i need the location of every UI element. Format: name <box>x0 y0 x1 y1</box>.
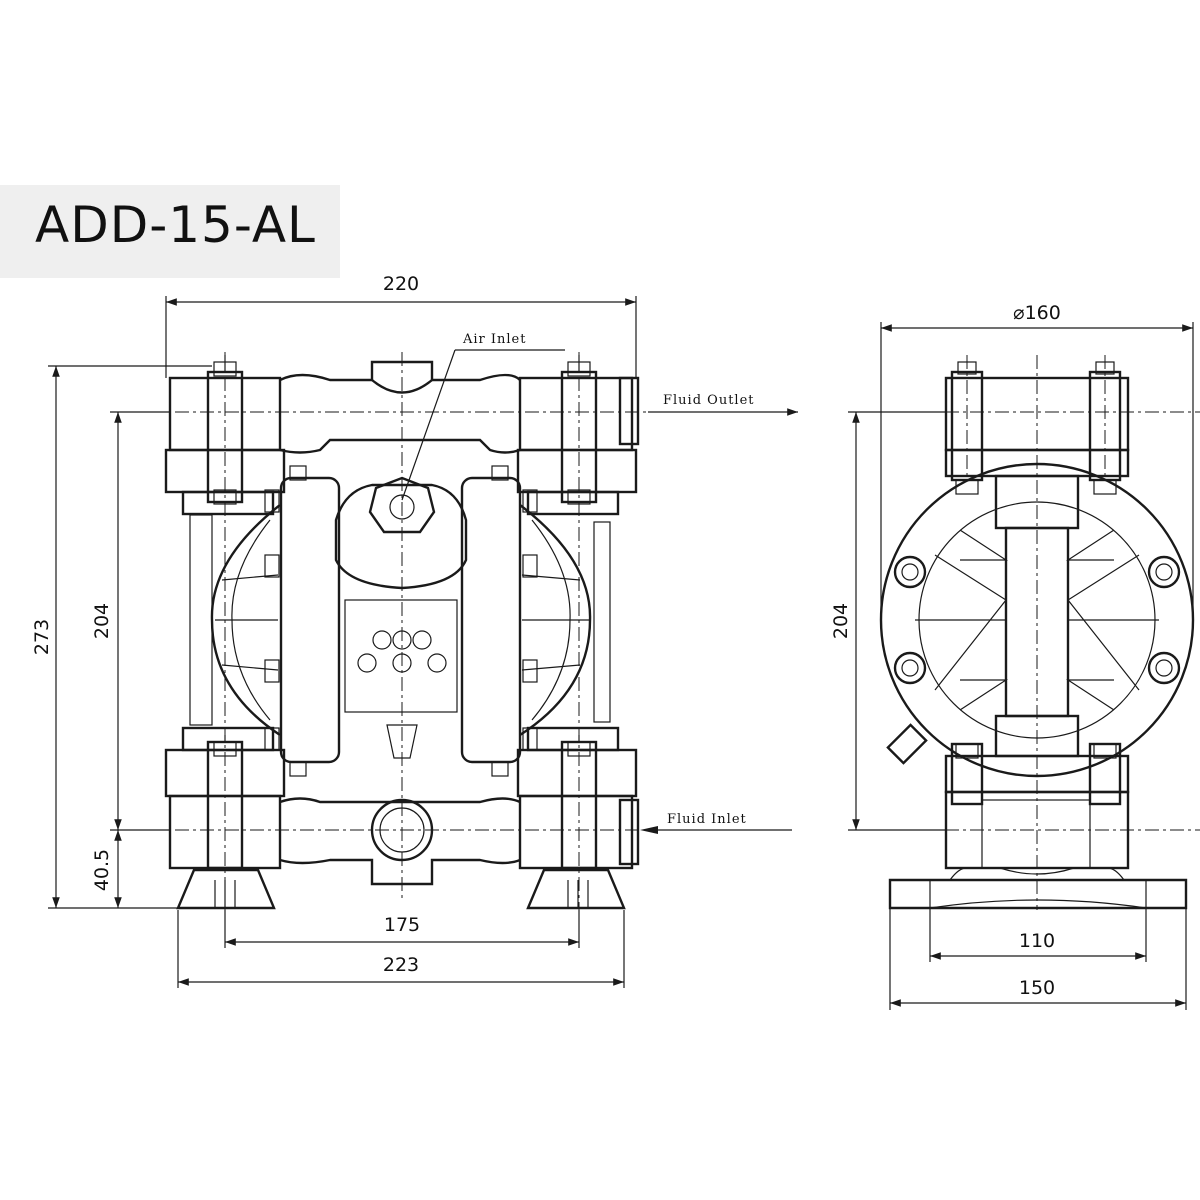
dim-inlet-height: 40.5 <box>91 849 113 891</box>
front-centerlines <box>150 352 650 910</box>
side-base <box>888 878 1188 910</box>
diaphragm-housings <box>189 465 611 777</box>
dim-height-ports-front: 204 <box>91 603 113 639</box>
dim-foot-width: 223 <box>383 954 419 976</box>
front-dimensions: 220 273 204 40.5 175 223 <box>31 273 637 988</box>
model-title-background <box>0 185 340 278</box>
dim-base-outer: 150 <box>1019 977 1055 999</box>
top-manifold <box>164 355 640 516</box>
dim-height-ports-side: 204 <box>830 603 852 639</box>
fluid-inlet-label: Fluid Inlet <box>667 812 747 827</box>
front-view: Air Inlet Fluid Outlet Fluid Inlet 220 2… <box>31 273 798 988</box>
dim-base-inner: 110 <box>1019 930 1055 952</box>
fluid-outlet-label: Fluid Outlet <box>663 393 755 408</box>
air-valve <box>334 476 468 759</box>
side-dimensions: ⌀160 204 110 150 <box>830 302 1194 1010</box>
air-inlet-label: Air Inlet <box>462 332 526 347</box>
model-title: ADD-15-AL <box>35 196 316 254</box>
dim-foot-spacing: 175 <box>384 914 420 936</box>
side-view: ⌀160 204 110 150 <box>830 302 1200 1010</box>
dim-width-top: 220 <box>383 273 419 295</box>
dim-diameter: ⌀160 <box>1013 302 1061 324</box>
side-flange-bolts <box>893 555 1181 685</box>
port-callouts: Air Inlet Fluid Outlet Fluid Inlet <box>401 332 798 834</box>
dim-height-total: 273 <box>31 619 53 655</box>
air-inlet-leader <box>401 349 456 501</box>
